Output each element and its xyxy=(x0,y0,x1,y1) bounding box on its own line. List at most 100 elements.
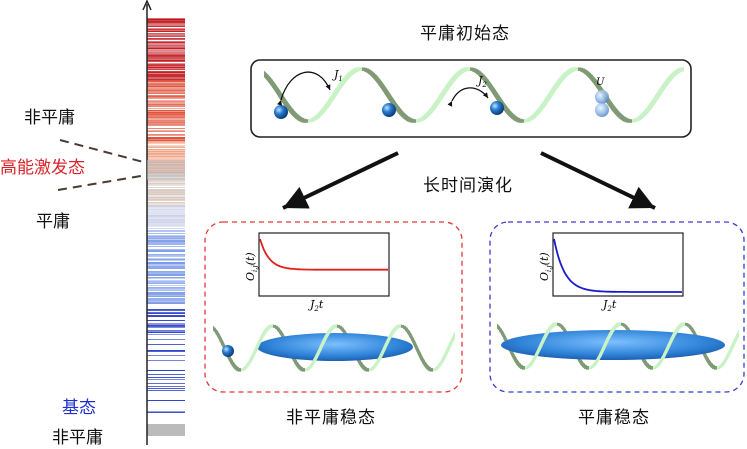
helix-segment xyxy=(458,69,460,78)
helix-segment xyxy=(420,116,422,123)
helix-segment xyxy=(538,105,540,116)
helix-segment xyxy=(572,67,574,73)
helix-segment xyxy=(294,110,296,120)
helix-segment xyxy=(431,367,433,372)
helix-segment xyxy=(474,67,476,74)
final-helix-left-front xyxy=(241,323,455,372)
helix-segment xyxy=(330,93,332,106)
helix-segment xyxy=(272,78,274,91)
helix-segment xyxy=(427,363,429,372)
helix-segment xyxy=(340,79,342,91)
inset-plot-right xyxy=(552,232,684,297)
helix-segment xyxy=(638,114,640,122)
helix-segment xyxy=(675,326,677,337)
helix-segment xyxy=(346,72,348,83)
ground-band xyxy=(147,424,185,436)
panel-nonthermal-border xyxy=(204,221,463,393)
helix-segment xyxy=(514,114,516,122)
helix-segment xyxy=(235,363,237,372)
helix-segment xyxy=(274,81,276,94)
helix-segment xyxy=(462,67,464,75)
helix-segment xyxy=(689,323,691,331)
helix-segment xyxy=(383,343,385,356)
helix-segment xyxy=(648,102,650,114)
helix-segment xyxy=(333,323,335,330)
helix-segment xyxy=(605,336,607,350)
helix-segment xyxy=(310,117,312,123)
helix-segment xyxy=(318,110,320,120)
helix-segment xyxy=(531,358,533,367)
helix-segment xyxy=(329,326,331,336)
helix-segment xyxy=(421,353,423,365)
helix-segment xyxy=(532,113,534,121)
helix-segment xyxy=(717,365,719,370)
helix-segment xyxy=(536,108,538,118)
helix-segment xyxy=(320,108,322,118)
helix-segment xyxy=(270,76,272,88)
label-j2: J2 xyxy=(476,74,487,89)
helix-segment xyxy=(709,358,711,368)
helix-segment xyxy=(413,336,415,349)
helix-segment xyxy=(315,352,317,364)
helix-segment xyxy=(423,357,425,368)
helix-segment xyxy=(725,354,727,365)
helix-segment xyxy=(658,87,660,100)
helix-segment xyxy=(598,81,600,94)
helix-segment xyxy=(269,323,271,330)
helix-segment xyxy=(607,332,609,345)
helix-segment xyxy=(476,68,478,76)
helix-segment xyxy=(372,70,374,80)
helix-segment xyxy=(416,118,418,123)
helix-segment xyxy=(646,105,648,116)
helix-segment xyxy=(405,325,407,333)
helix-segment xyxy=(656,90,658,103)
helix-segment xyxy=(486,76,488,88)
helix-segment xyxy=(526,117,528,123)
helix-segment xyxy=(620,112,622,121)
helix-segment xyxy=(314,114,316,122)
helix-segment xyxy=(301,366,303,373)
helix-segment xyxy=(640,113,642,121)
helix-segment xyxy=(581,358,583,368)
helix-segment xyxy=(652,96,654,109)
label-u: U xyxy=(596,77,605,88)
helix-segment xyxy=(539,341,541,354)
helix-segment xyxy=(259,334,261,347)
helix-segment xyxy=(319,343,321,356)
helix-segment xyxy=(360,67,362,71)
helix-segment xyxy=(601,345,603,358)
helix-segment xyxy=(645,358,647,368)
helix-segment xyxy=(559,322,561,328)
helix-segment xyxy=(542,99,544,112)
helix-segment xyxy=(685,322,687,327)
helix-segment xyxy=(651,365,653,370)
helix-segment xyxy=(654,93,656,106)
helix-segment xyxy=(527,364,529,370)
helix-segment xyxy=(610,99,612,111)
hop-arrow-j2 xyxy=(447,87,489,107)
helix-segment xyxy=(369,367,371,372)
helix-segment xyxy=(387,334,389,347)
helix-segment xyxy=(453,331,455,343)
helix-segment xyxy=(267,324,269,333)
helix-segment xyxy=(585,364,587,371)
helix-segment xyxy=(624,115,626,123)
helix-segment xyxy=(659,358,661,367)
relaxation-curve-right xyxy=(553,238,682,293)
helix-segment xyxy=(400,107,402,118)
helix-segment xyxy=(298,114,300,122)
helix-segment xyxy=(365,366,367,373)
helix-segment xyxy=(564,70,566,80)
localized-particle xyxy=(222,345,234,357)
helix-segment xyxy=(297,360,299,370)
helix-segment xyxy=(664,79,666,91)
helix-segment xyxy=(439,360,441,369)
helix-segment xyxy=(418,117,420,123)
helix-segment xyxy=(478,69,480,77)
helix-segment xyxy=(623,322,625,328)
helix-segment xyxy=(296,112,298,121)
helix-segment xyxy=(437,363,439,371)
helix-segment xyxy=(537,345,539,358)
helix-segment xyxy=(370,69,372,77)
helix-segment xyxy=(450,76,452,88)
